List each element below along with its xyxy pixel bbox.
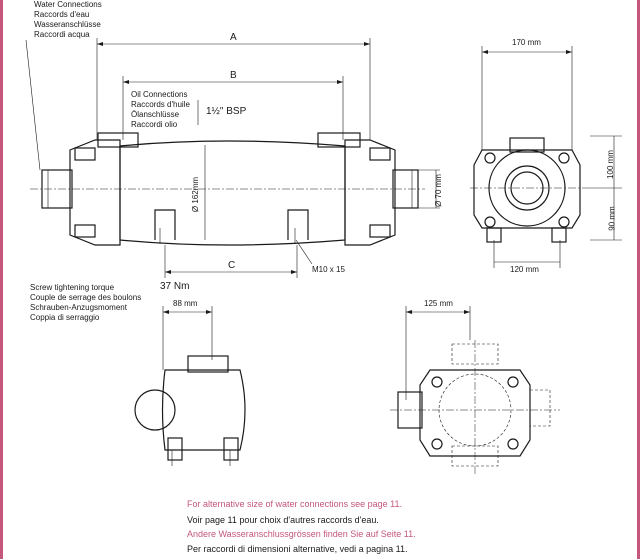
end-width-170-label: 170 mm bbox=[512, 38, 541, 47]
oil-connections-fr: Raccords d'huile bbox=[131, 100, 190, 109]
torque-fr: Couple de serrage des boulons bbox=[30, 293, 142, 302]
end-view bbox=[470, 46, 622, 268]
dimension-c bbox=[164, 245, 298, 278]
oil-connections-label: Oil Connections Raccords d'huile Ölansch… bbox=[131, 90, 190, 130]
bottom-left-view bbox=[134, 306, 246, 466]
water-connections-it: Raccordi acqua bbox=[34, 30, 90, 39]
bottom-right-view bbox=[390, 306, 560, 475]
torque-label: Screw tightening torque Couple de serrag… bbox=[30, 283, 141, 323]
left-page-edge bbox=[0, 0, 3, 559]
oil-thread-label: 1½" BSP bbox=[206, 106, 247, 117]
end-height-90-label: 90 mm bbox=[607, 206, 617, 231]
dimension-c-label: C bbox=[228, 260, 236, 271]
torque-it: Coppia di serraggio bbox=[30, 313, 100, 322]
water-leader-line bbox=[25, 39, 41, 171]
port-diameter-label: Ø 70 mm bbox=[433, 174, 443, 207]
dimension-b bbox=[122, 76, 344, 140]
oil-connections-en: Oil Connections bbox=[131, 90, 188, 99]
note-fr: Voir page 11 pour choix d'autres raccord… bbox=[187, 515, 379, 525]
end-height-100-label: 100 mm bbox=[605, 150, 615, 179]
oil-connections-it: Raccordi olio bbox=[131, 120, 178, 129]
water-connections-de: Wasseranschlüsse bbox=[34, 20, 101, 29]
dimension-a bbox=[96, 38, 371, 140]
right-page-edge bbox=[637, 0, 640, 559]
width-125-label: 125 mm bbox=[424, 299, 453, 308]
body-diameter-label: Ø 162mm bbox=[191, 176, 201, 213]
note-en: For alternative size of water connection… bbox=[187, 499, 402, 509]
dimension-a-label: A bbox=[230, 32, 237, 43]
width-88-label: 88 mm bbox=[173, 299, 198, 308]
water-connections-en: Water Connections bbox=[34, 0, 102, 9]
torque-value: 37 Nm bbox=[160, 281, 190, 292]
water-connections-fr: Raccords d'eau bbox=[34, 10, 90, 19]
dimension-b-label: B bbox=[230, 70, 237, 81]
torque-en: Screw tightening torque bbox=[30, 283, 115, 292]
bolt-size-label: M10 x 15 bbox=[312, 265, 345, 274]
note-de: Andere Wasseranschlussgrössen finden Sie… bbox=[187, 529, 416, 539]
end-width-120-label: 120 mm bbox=[510, 265, 539, 274]
torque-de: Schrauben-Anzugsmoment bbox=[30, 303, 127, 312]
oil-connections-de: Ölanschlüsse bbox=[131, 110, 180, 119]
note-it: Per raccordi di dimensioni alternative, … bbox=[187, 544, 408, 554]
main-side-view bbox=[30, 132, 440, 265]
water-connections-label: Water Connections Raccords d'eau Wassera… bbox=[34, 0, 102, 40]
